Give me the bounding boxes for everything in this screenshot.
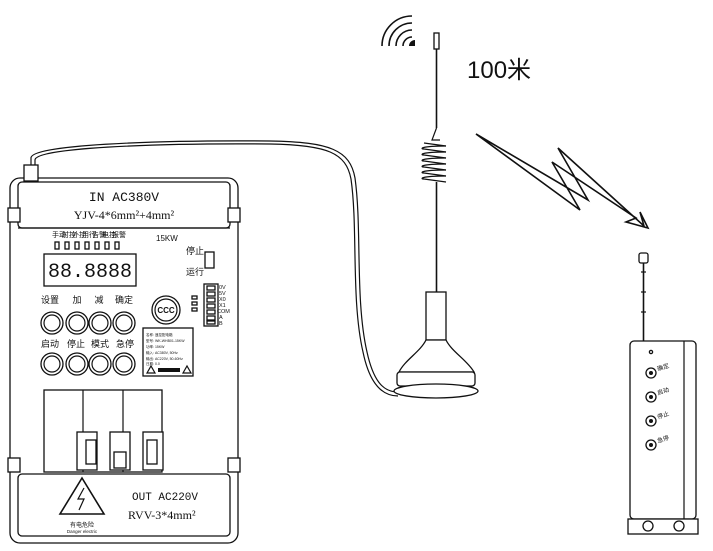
ccc-mark-text: CCC	[157, 306, 175, 315]
terminal-label-5: A	[219, 315, 223, 321]
indicator-row: 手动 时控 外控 用行 告警 电控 报警	[52, 230, 126, 250]
indicator-label-2: 外控	[72, 230, 86, 239]
remote-emergency-button[interactable]	[645, 439, 657, 451]
button-label-plus: 加	[72, 295, 81, 305]
button-label-start: 启动	[41, 338, 59, 349]
indicator-led	[114, 241, 120, 250]
minus-button[interactable]	[88, 311, 112, 335]
input-cable-label: YJV-4*6mm²+4mm²	[74, 208, 175, 222]
lightning-bolt-icon	[475, 133, 650, 230]
nameplate-line-2: 功率: 15KW	[146, 344, 165, 349]
indicator-led	[94, 241, 100, 250]
connector-dot	[191, 307, 198, 312]
breaker-lever[interactable]	[109, 431, 131, 471]
start-button[interactable]	[40, 352, 64, 376]
terminal-label-3: X1	[219, 303, 226, 309]
remote-confirm-button[interactable]	[645, 367, 657, 379]
stop-button[interactable]	[65, 352, 89, 376]
indicator-label-0: 手动	[52, 230, 66, 239]
switch-run-label: 运行	[186, 266, 204, 277]
terminal-label-6: B	[219, 321, 223, 327]
nameplate-line-4: 输出: AC220V, 50-60Hz	[146, 356, 183, 361]
nameplate-line-5: 日期: 0.0	[146, 361, 160, 366]
indicator-label-6: 报警	[112, 230, 126, 239]
antenna	[393, 32, 479, 399]
remote-start-button[interactable]	[645, 391, 657, 403]
breaker-lever[interactable]	[142, 431, 164, 471]
button-label-mode: 模式	[91, 338, 109, 349]
remote-stop-button[interactable]	[645, 415, 657, 427]
set-button[interactable]	[40, 311, 64, 335]
terminal-label-4: COM	[217, 309, 230, 315]
confirm-button[interactable]	[112, 311, 136, 335]
nameplate-line-1: 型号: WK-WHB01-15KW	[146, 338, 185, 343]
connector-dot	[191, 301, 198, 306]
indicator-label-4: 告警	[92, 230, 106, 239]
circuit-breaker	[43, 389, 163, 473]
terminal-block	[203, 283, 219, 327]
ccc-mark	[151, 295, 181, 325]
warning-text-en: Danger electric	[67, 529, 98, 534]
button-label-emergency: 急停	[116, 338, 134, 349]
indicator-led	[74, 241, 80, 250]
nameplate-line-0: 名称: 遥控配电箱	[146, 332, 173, 337]
antenna-cable	[30, 140, 399, 393]
remote-label-stop: 停止	[656, 410, 670, 421]
indicator-led	[84, 241, 90, 250]
warning-icon	[58, 476, 106, 515]
indicator-led	[104, 241, 110, 250]
nameplate-warning-icon	[145, 364, 193, 374]
power-label: 15KW	[156, 234, 178, 243]
input-voltage-label: IN AC380V	[89, 190, 159, 205]
remote-label-confirm: 确定	[656, 362, 670, 373]
button-label-set: 设置	[41, 295, 59, 305]
signal-wave-icon	[381, 15, 415, 47]
distance-label: 100米	[467, 57, 531, 84]
terminal-label-0: 0V	[219, 285, 226, 291]
connector-dot	[191, 295, 198, 300]
indicator-led	[64, 241, 70, 250]
nameplate-line-3: 输入: AC380V, 50Hz	[146, 350, 178, 355]
button-label-confirm: 确定	[115, 294, 133, 305]
digital-display	[43, 253, 137, 287]
output-cable-label: RVV-3*4mm²	[128, 508, 196, 522]
button-label-stop: 停止	[67, 338, 85, 349]
plus-button[interactable]	[65, 311, 89, 335]
warning-text: 有电危险	[70, 521, 94, 529]
remote-control	[627, 252, 699, 535]
terminal-label-1: 5V	[219, 291, 226, 297]
mode-button[interactable]	[88, 352, 112, 376]
button-label-minus: 减	[94, 294, 103, 305]
indicator-label-1: 时控	[62, 230, 76, 239]
breaker-lever[interactable]	[76, 431, 98, 471]
terminal-label-2: X0	[219, 297, 226, 303]
emergency-stop-button[interactable]	[112, 352, 136, 376]
indicator-label-3: 用行	[82, 230, 96, 239]
run-stop-switch[interactable]	[204, 251, 215, 269]
indicator-led	[54, 241, 60, 250]
indicator-label-5: 电控	[102, 230, 116, 239]
display-value: 88.8888	[48, 261, 132, 284]
output-voltage-label: OUT AC220V	[132, 492, 198, 504]
antenna-cable-inner	[34, 143, 399, 397]
cable-gland	[23, 164, 39, 182]
remote-label-emergency: 急停	[656, 434, 670, 445]
switch-stop-label: 停止	[186, 245, 204, 256]
remote-label-start: 启动	[656, 386, 670, 397]
